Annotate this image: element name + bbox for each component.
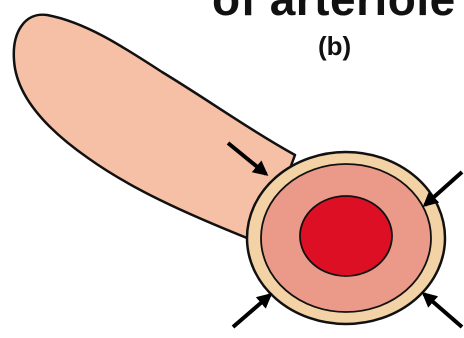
vessel-lumen <box>300 196 392 276</box>
figure-heading-fragment: of arteriole <box>212 0 456 22</box>
constriction-arrow-icon <box>425 172 462 205</box>
panel-label: (b) <box>318 33 351 59</box>
constriction-arrow-icon <box>233 295 270 327</box>
constriction-arrow-icon <box>424 294 462 327</box>
